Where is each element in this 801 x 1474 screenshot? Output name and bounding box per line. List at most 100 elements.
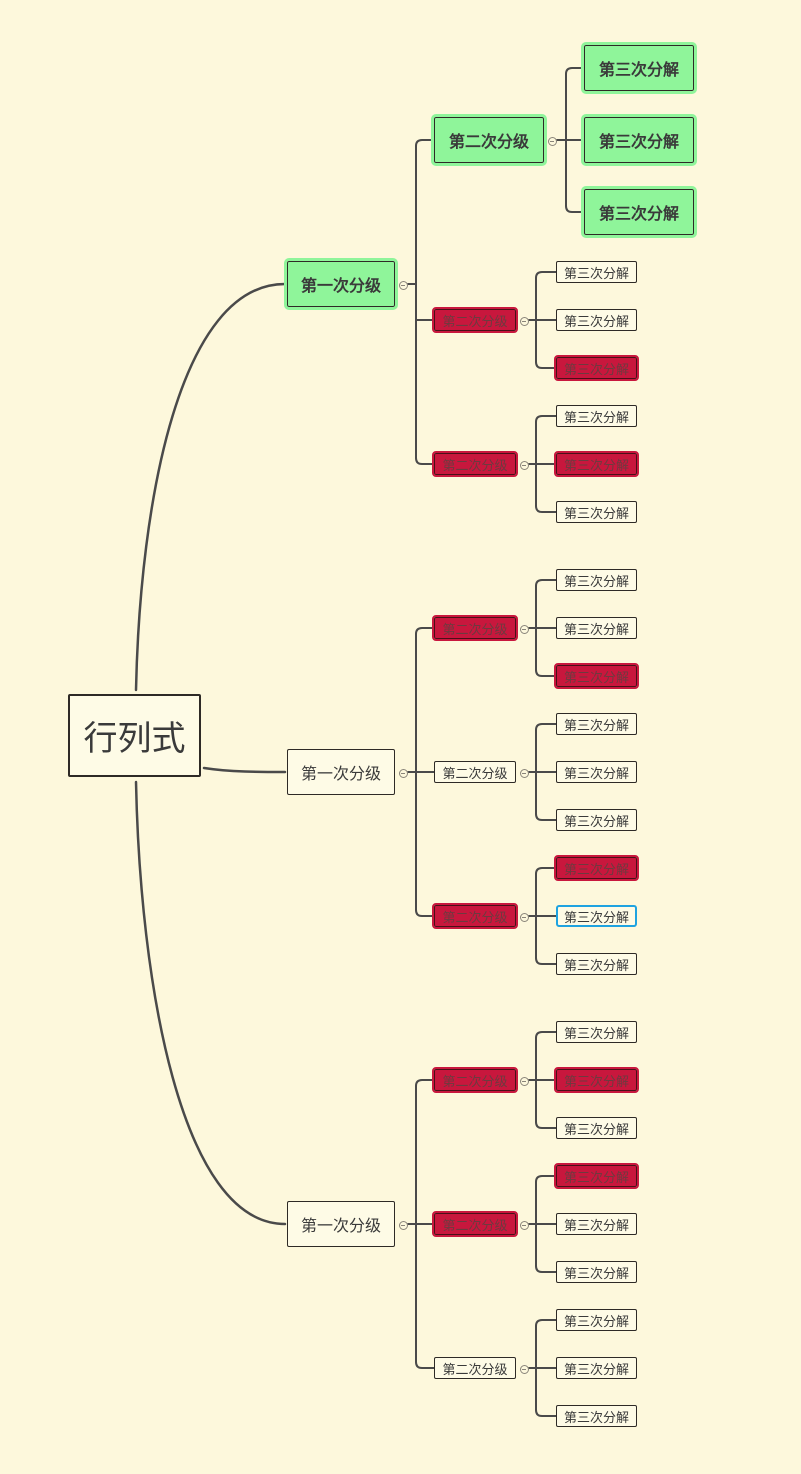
leaf-node-3-3-2-label: 第三次分解 xyxy=(563,1362,629,1378)
leaf-node-1-2-3-label: 第三次分解 xyxy=(563,362,629,378)
connector-l3-3-1-1 xyxy=(535,1031,557,1039)
subtopic-node-2-2[interactable]: 第二次分级 xyxy=(434,761,516,783)
leaf-node-2-1-1[interactable]: 第三次分解 xyxy=(556,569,637,591)
collapse-toggle-subtopic-3-1[interactable] xyxy=(519,1076,529,1086)
subtopic-node-2-1-label: 第二次分级 xyxy=(442,622,508,638)
connector-l3-2-3-3 xyxy=(535,957,557,965)
subtopic-node-1-3[interactable]: 第二次分级 xyxy=(432,451,518,477)
connector-l3-1-3-3 xyxy=(535,505,557,513)
leaf-node-2-2-1[interactable]: 第三次分解 xyxy=(556,713,637,735)
branch-node-1[interactable]: 第一次分级 xyxy=(284,258,398,310)
leaf-node-3-2-1[interactable]: 第三次分解 xyxy=(554,1163,639,1189)
subtopic-node-1-2[interactable]: 第二次分级 xyxy=(432,307,518,333)
leaf-node-2-2-3-label: 第三次分解 xyxy=(563,814,629,830)
collapse-toggle-subtopic-2-1[interactable] xyxy=(519,624,529,634)
connector-l3-3-2-1 xyxy=(535,1175,557,1183)
connector-l2-2-3 xyxy=(415,909,435,917)
leaf-node-2-3-1[interactable]: 第三次分解 xyxy=(554,855,639,881)
subtopic-node-2-3-label: 第二次分级 xyxy=(442,910,508,926)
subtopic-node-3-3-label: 第二次分级 xyxy=(442,1362,508,1378)
collapse-toggle-subtopic-2-3[interactable] xyxy=(519,912,529,922)
leaf-node-2-2-2[interactable]: 第三次分解 xyxy=(556,761,637,783)
branch-node-3[interactable]: 第一次分级 xyxy=(287,1201,395,1247)
leaf-node-3-2-3-label: 第三次分解 xyxy=(563,1266,629,1282)
leaf-node-1-1-2[interactable]: 第三次分解 xyxy=(581,114,697,166)
connector-l3-3-3-1 xyxy=(535,1319,557,1327)
leaf-node-3-1-2-label: 第三次分解 xyxy=(563,1074,629,1090)
leaf-node-3-1-1[interactable]: 第三次分解 xyxy=(556,1021,637,1043)
collapse-toggle-subtopic-1-3[interactable] xyxy=(519,460,529,470)
leaf-node-1-3-2-label: 第三次分解 xyxy=(563,458,629,474)
leaf-node-2-3-3-label: 第三次分解 xyxy=(563,958,629,974)
collapse-toggle-branch-2[interactable] xyxy=(398,768,408,778)
connector-l3-1-1-1 xyxy=(565,67,585,75)
connector-l3-1-2-3 xyxy=(535,361,557,369)
collapse-toggle-subtopic-2-2[interactable] xyxy=(519,768,529,778)
leaf-node-1-1-2-label: 第三次分解 xyxy=(598,132,679,151)
root-node[interactable]: 行列式 xyxy=(68,694,201,777)
connector-l3-2-2-1 xyxy=(535,723,557,731)
leaf-node-2-2-2-label: 第三次分解 xyxy=(563,766,629,782)
leaf-node-1-3-1[interactable]: 第三次分解 xyxy=(556,405,637,427)
leaf-node-1-2-2-label: 第三次分解 xyxy=(563,314,629,330)
collapse-toggle-subtopic-1-2[interactable] xyxy=(519,316,529,326)
leaf-node-2-3-1-label: 第三次分解 xyxy=(563,862,629,878)
leaf-node-1-2-2[interactable]: 第三次分解 xyxy=(556,309,637,331)
leaf-node-3-1-2[interactable]: 第三次分解 xyxy=(554,1067,639,1093)
subtopic-node-2-2-label: 第二次分级 xyxy=(442,766,508,782)
connector-l3-2-1-3 xyxy=(535,669,557,677)
leaf-node-3-2-3[interactable]: 第三次分解 xyxy=(556,1261,637,1283)
leaf-node-2-1-3-label: 第三次分解 xyxy=(563,670,629,686)
collapse-toggle-subtopic-1-1[interactable] xyxy=(547,136,557,146)
leaf-node-3-3-2[interactable]: 第三次分解 xyxy=(556,1357,637,1379)
connector-l2-1-1 xyxy=(415,139,435,147)
subtopic-node-1-2-label: 第二次分级 xyxy=(442,314,508,330)
connector-l3-1-3-1 xyxy=(535,415,557,423)
leaf-node-1-1-3[interactable]: 第三次分解 xyxy=(581,186,697,238)
subtopic-node-3-2[interactable]: 第二次分级 xyxy=(432,1211,518,1237)
leaf-node-1-3-3-label: 第三次分解 xyxy=(563,506,629,522)
leaf-node-2-1-3[interactable]: 第三次分解 xyxy=(554,663,639,689)
connector-l2-2-1 xyxy=(415,627,435,635)
leaf-node-3-1-3-label: 第三次分解 xyxy=(563,1122,629,1138)
subtopic-node-3-3[interactable]: 第二次分级 xyxy=(434,1357,516,1379)
leaf-node-1-2-1[interactable]: 第三次分解 xyxy=(556,261,637,283)
subtopic-node-2-3[interactable]: 第二次分级 xyxy=(432,903,518,929)
connector-root-branch-1 xyxy=(134,282,287,692)
leaf-node-2-1-2[interactable]: 第三次分解 xyxy=(556,617,637,639)
connector-root-branch-2 xyxy=(202,766,287,774)
leaf-node-3-1-3[interactable]: 第三次分解 xyxy=(556,1117,637,1139)
leaf-node-3-2-2-label: 第三次分解 xyxy=(563,1218,629,1234)
leaf-node-1-1-3-label: 第三次分解 xyxy=(598,204,679,223)
connector-l3-3-1-3 xyxy=(535,1121,557,1129)
leaf-node-1-3-2[interactable]: 第三次分解 xyxy=(554,451,639,477)
leaf-node-3-1-1-label: 第三次分解 xyxy=(563,1026,629,1042)
collapse-toggle-branch-3[interactable] xyxy=(398,1220,408,1230)
leaf-node-1-3-1-label: 第三次分解 xyxy=(563,410,629,426)
subtopic-node-3-1[interactable]: 第二次分级 xyxy=(432,1067,518,1093)
leaf-node-3-2-2[interactable]: 第三次分解 xyxy=(556,1213,637,1235)
leaf-node-3-3-3[interactable]: 第三次分解 xyxy=(556,1405,637,1427)
leaf-node-3-3-1-label: 第三次分解 xyxy=(563,1314,629,1330)
leaf-node-1-2-3[interactable]: 第三次分解 xyxy=(554,355,639,381)
subtopic-node-1-1-label: 第二次分级 xyxy=(448,132,529,151)
connector-l3-3-2-3 xyxy=(535,1265,557,1273)
branch-node-2[interactable]: 第一次分级 xyxy=(287,749,395,795)
collapse-toggle-branch-1[interactable] xyxy=(398,280,408,290)
leaf-node-1-1-1[interactable]: 第三次分解 xyxy=(581,42,697,94)
leaf-node-2-3-3[interactable]: 第三次分解 xyxy=(556,953,637,975)
leaf-node-2-3-2[interactable]: 第三次分解 xyxy=(556,905,637,927)
collapse-toggle-subtopic-3-3[interactable] xyxy=(519,1364,529,1374)
branch-node-2-label: 第一次分级 xyxy=(300,764,381,783)
leaf-node-1-3-3[interactable]: 第三次分解 xyxy=(556,501,637,523)
subtopic-node-3-2-label: 第二次分级 xyxy=(442,1218,508,1234)
leaf-node-2-2-3[interactable]: 第三次分解 xyxy=(556,809,637,831)
subtopic-node-2-1[interactable]: 第二次分级 xyxy=(432,615,518,641)
leaf-node-3-3-1[interactable]: 第三次分解 xyxy=(556,1309,637,1331)
subtopic-node-1-1[interactable]: 第二次分级 xyxy=(431,114,547,166)
leaf-node-1-2-1-label: 第三次分解 xyxy=(563,266,629,282)
collapse-toggle-subtopic-3-2[interactable] xyxy=(519,1220,529,1230)
leaf-node-3-3-3-label: 第三次分解 xyxy=(563,1410,629,1426)
subtopic-node-1-3-label: 第二次分级 xyxy=(442,458,508,474)
connector-l2-1-3 xyxy=(415,457,435,465)
